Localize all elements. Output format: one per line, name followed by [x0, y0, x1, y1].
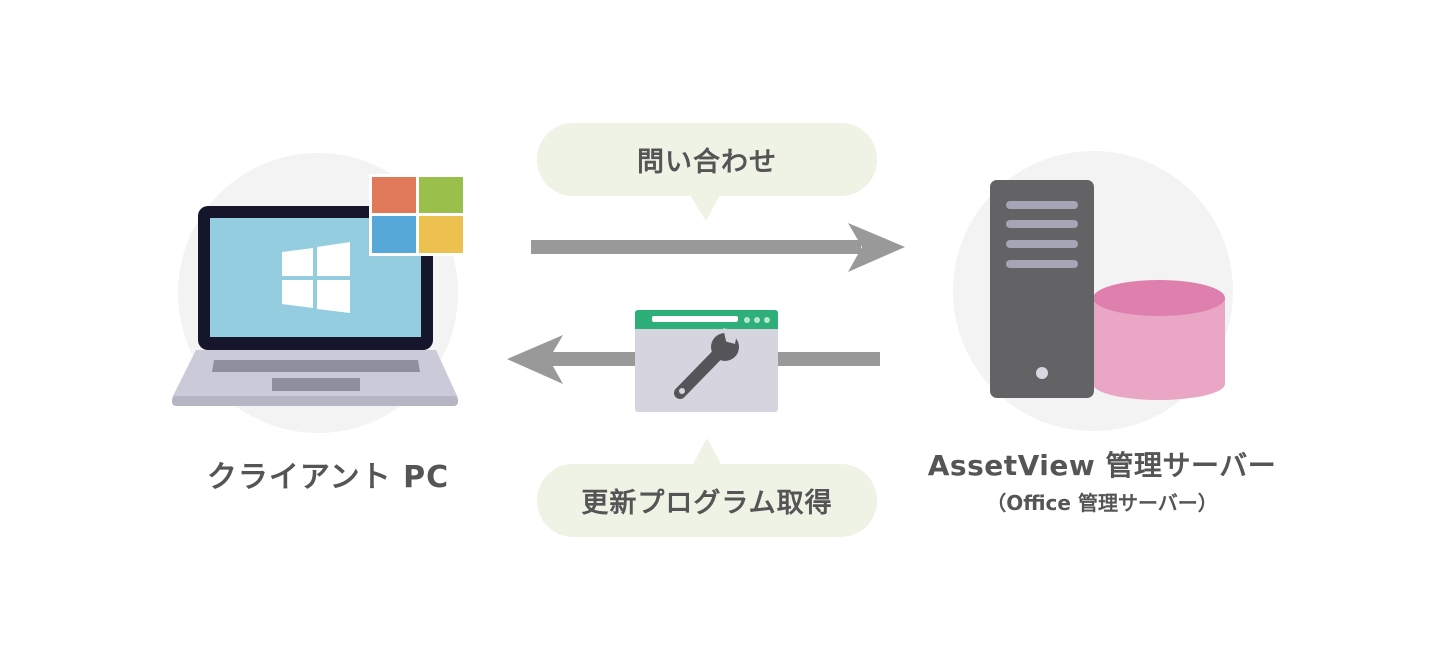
windows-logo-icon	[282, 242, 350, 313]
client-pc-label: クライアント PC	[206, 460, 450, 495]
server-tower-icon	[990, 180, 1094, 398]
server-sublabel: （Office 管理サーバー）	[986, 491, 1218, 515]
office-tiles-icon	[369, 174, 465, 256]
query-bubble	[537, 123, 877, 221]
laptop-base-edge	[172, 396, 458, 406]
update-window-icon	[635, 310, 778, 412]
query-arrow	[531, 223, 905, 272]
update-bubble	[537, 438, 877, 537]
wrench-icon	[674, 328, 739, 399]
server-label: AssetView 管理サーバー	[927, 449, 1277, 482]
laptop-keyboard	[212, 360, 420, 372]
database-icon	[1093, 280, 1225, 400]
laptop-trackpad	[272, 378, 360, 391]
update-label: 更新プログラム取得	[581, 488, 833, 519]
query-label: 問い合わせ	[637, 147, 777, 178]
